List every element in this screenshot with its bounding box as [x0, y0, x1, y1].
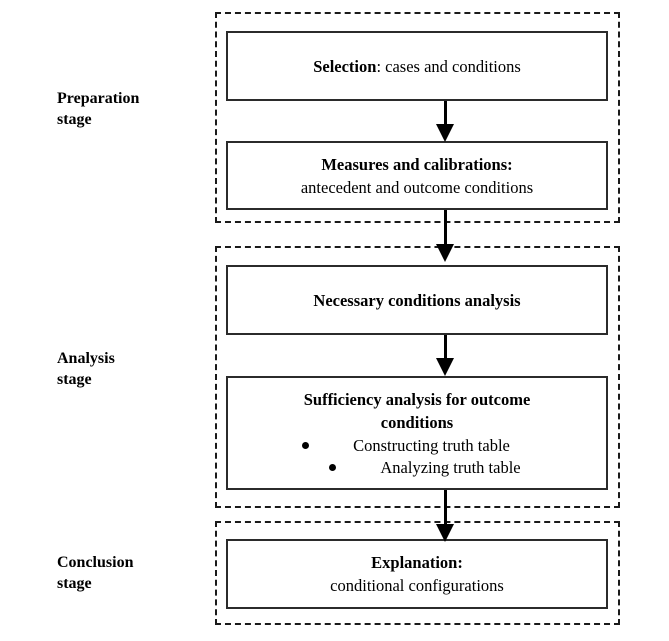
stage-container-conclusion — [215, 521, 620, 625]
connector-measures-to-necessary — [444, 210, 447, 250]
box-explanation-line-1: Explanation: — [371, 553, 463, 572]
box-selection-rest: : cases and conditions — [376, 56, 521, 76]
connector-necessary-to-sufficiency — [444, 335, 447, 365]
box-explanation-line-2: conditional configurations — [330, 576, 504, 595]
arrow-down-icon — [436, 244, 454, 262]
process-box-necessary-conditions: Necessary conditions analysis — [226, 265, 608, 335]
box-measures-line-2: antecedent and outcome conditions — [300, 177, 534, 197]
stage-label-conclusion: Conclusion stage — [57, 554, 134, 592]
process-box-sufficiency: Sufficiency analysis for outcome conditi… — [226, 376, 608, 490]
box-selection-text: Selection: cases and conditions — [313, 55, 521, 78]
stage-label-preparation: Preparation stage — [57, 90, 140, 128]
connector-selection-to-measures — [444, 101, 447, 130]
connector-sufficiency-to-explanation — [444, 490, 447, 530]
box-measures-line-1: Measures and calibrations: — [321, 153, 512, 176]
arrow-down-icon — [436, 124, 454, 142]
box-necessary-line-1: Necessary conditions analysis — [313, 290, 521, 310]
box-selection-bold-label: Selection — [313, 56, 377, 76]
stage-label-analysis: Analysis stage — [57, 350, 115, 388]
bullet-dot-icon — [329, 463, 337, 471]
box-measures-colon: : — [507, 154, 513, 174]
stage-container-analysis — [215, 246, 620, 508]
process-box-measures: Measures and calibrations: antecedent an… — [226, 141, 608, 210]
box-measures-bold-label: Measures and calibrations — [321, 154, 508, 174]
bullet-item-1-label: Analyzing truth table — [380, 457, 521, 477]
process-box-selection: Selection: cases and conditions — [226, 31, 608, 101]
box-sufficiency-bullet-list: Constructing truth table Analyzing truth… — [302, 435, 521, 479]
process-box-explanation: Explanation: conditional configurations — [226, 539, 608, 609]
bullet-item-constructing-truth-table: Constructing truth table — [291, 435, 520, 457]
arrow-down-icon — [436, 524, 454, 542]
bullet-item-0-label: Constructing truth table — [353, 435, 510, 455]
stage-container-preparation — [215, 12, 620, 223]
box-sufficiency-line-1: Sufficiency analysis for outcome — [303, 389, 531, 409]
arrow-down-icon — [436, 358, 454, 376]
box-sufficiency-line-2: conditions — [380, 412, 454, 432]
bullet-dot-icon — [302, 441, 310, 449]
bullet-item-analyzing-truth-table: Analyzing truth table — [329, 457, 521, 479]
